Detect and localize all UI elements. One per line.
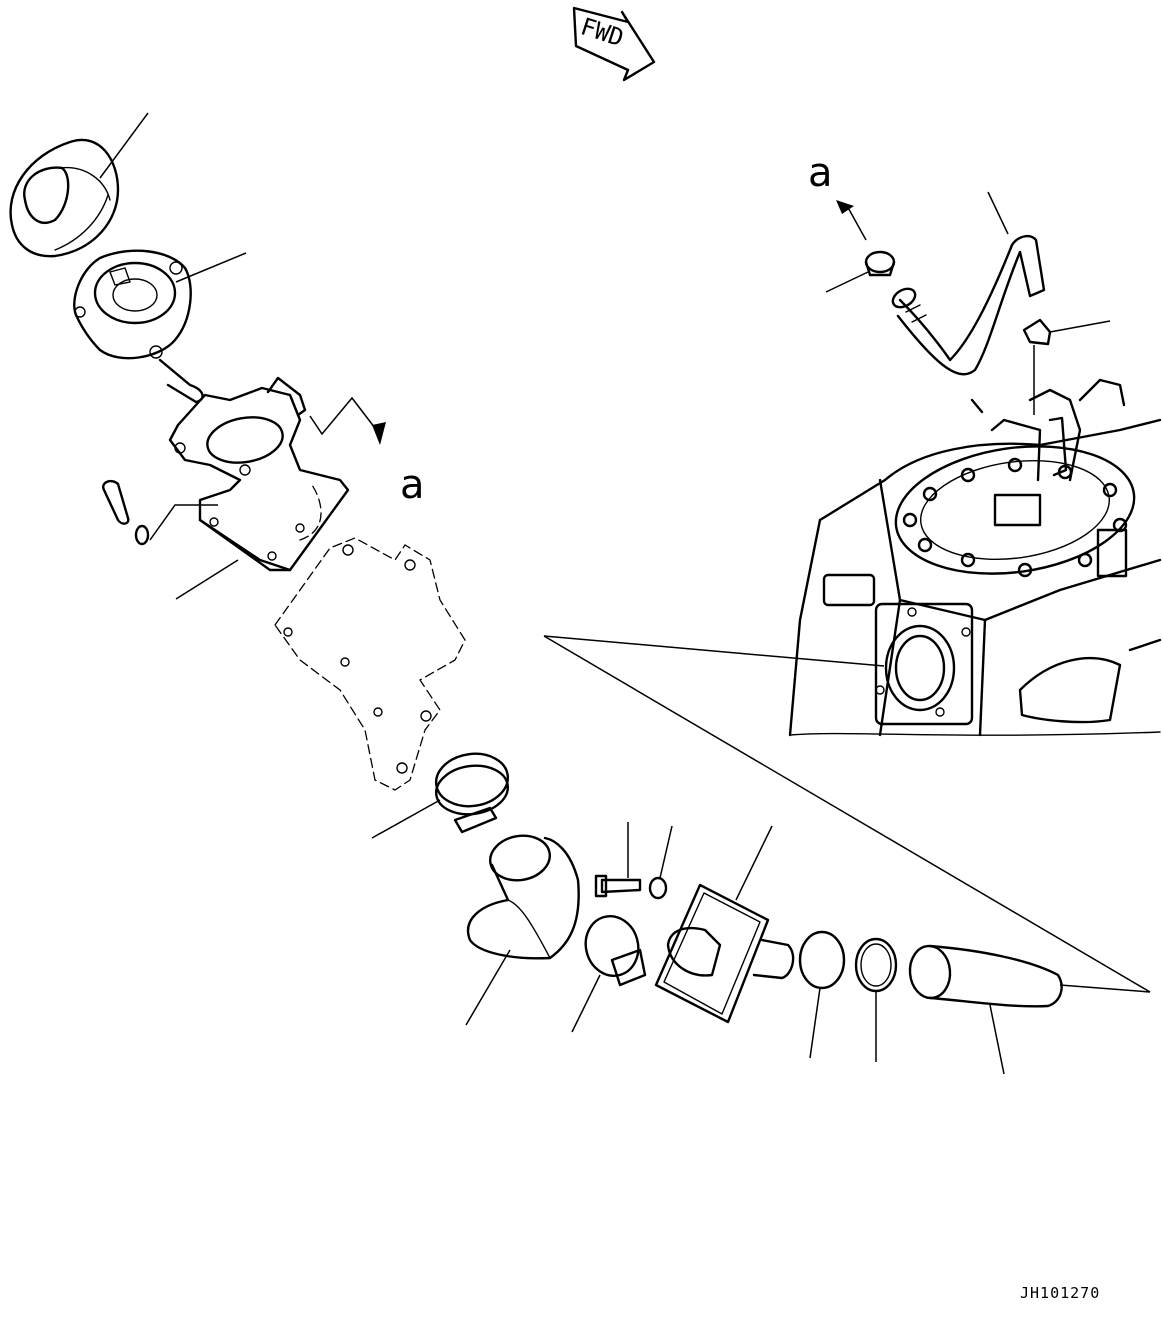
bolt-and-washer [102,479,150,546]
leader-line [659,825,673,879]
view-label-a-right: a [808,150,833,196]
bolt-and-washer-lower [594,874,668,900]
hose-clamp-middle [584,915,647,987]
arrow-head-icon [836,200,854,214]
leader-line [149,504,218,541]
leader-line [735,825,773,901]
leader-line [99,112,149,179]
callout-line [543,635,885,667]
leader-line [175,559,239,600]
leader-line [825,271,869,293]
callout-line [1059,984,1151,993]
mounting-bracket [274,537,466,791]
arrow-head-icon [372,422,386,445]
filler-pipe-body [168,376,350,572]
leader-line [987,191,1009,235]
flange-plate [654,883,795,1024]
elbow-hose [467,834,580,960]
connector-clip [1022,318,1052,346]
breather-hose [891,234,1046,376]
drawing-code: JH101270 [1020,1284,1100,1302]
fuel-tank [788,378,1162,737]
view-arrow-line [309,396,379,436]
leader-line [175,252,247,283]
view-arrow-line [845,203,867,241]
leader-line [465,949,511,1026]
leader-line [571,974,601,1033]
leader-line [1049,320,1111,333]
o-ring [798,930,846,990]
leader-line [989,1004,1005,1075]
tank-inlet-hose [908,944,1063,1008]
fwd-arrow-icon: FWD [572,6,656,82]
callout-line [543,635,1151,993]
leader-line [371,799,441,839]
view-label-a-left: a [400,462,425,508]
hose-clamp-upper [434,752,510,834]
filler-neck-head [73,249,204,404]
fwd-label: FWD [577,12,627,52]
fuel-cap [9,138,120,258]
hose-clamp-lower [854,937,898,993]
leader-line [809,987,821,1059]
breather-clip [864,250,896,277]
